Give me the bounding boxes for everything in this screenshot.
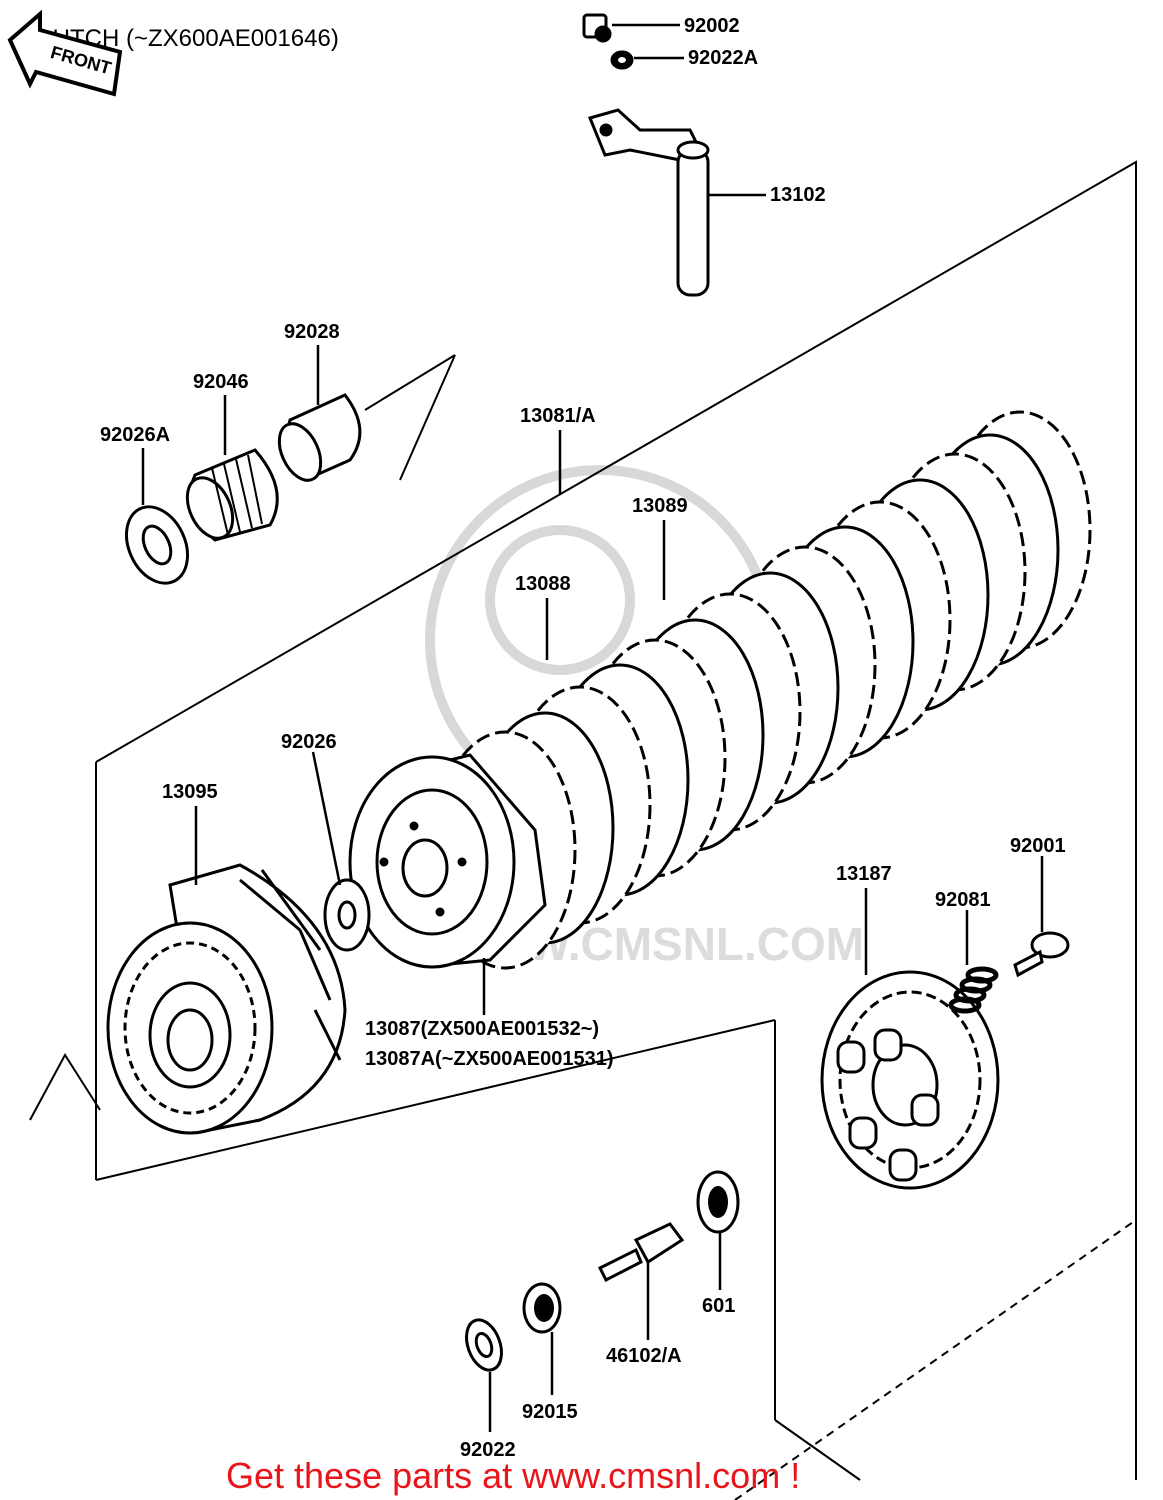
label-92001: 92001 bbox=[1010, 835, 1066, 857]
label-92081: 92081 bbox=[935, 889, 991, 911]
part-13187-pressure-plate: 13187 bbox=[820, 863, 1000, 1190]
part-601-bearing: 601 bbox=[696, 1170, 740, 1317]
label-13095: 13095 bbox=[162, 781, 218, 803]
part-92026-washer: 92026 bbox=[281, 731, 371, 952]
part-13088-leader: 13088 bbox=[515, 573, 571, 660]
label-92026: 92026 bbox=[281, 731, 337, 753]
part-92028-collar: 92028 bbox=[277, 321, 362, 482]
assembly-frame bbox=[29, 160, 1137, 1500]
label-13187: 13187 bbox=[836, 863, 892, 885]
label-601: 601 bbox=[702, 1295, 735, 1317]
part-13081A-leader: 13081/A bbox=[520, 405, 596, 495]
part-13095-clutch-housing: 13095 bbox=[106, 781, 347, 1135]
part-92001-bolt: 92001 bbox=[1010, 835, 1070, 978]
label-92002: 92002 bbox=[684, 15, 740, 37]
part-92022-washer: 92022 bbox=[460, 1318, 516, 1461]
label-13102: 13102 bbox=[770, 184, 826, 206]
part-13102-release-lever: 13102 bbox=[587, 108, 826, 297]
label-13087A: 13087A(~ZX500AE001531) bbox=[365, 1048, 614, 1070]
label-92026A: 92026A bbox=[100, 424, 170, 446]
part-13087-clutch-hub: 13087(ZX500AE001532~) 13087A(~ZX500AE001… bbox=[348, 753, 614, 1070]
label-92022A: 92022A bbox=[688, 47, 758, 69]
part-92046-needle-bearing: 92046 bbox=[185, 371, 279, 542]
label-13088: 13088 bbox=[515, 573, 571, 595]
footer-cta-link[interactable]: Get these parts at www.cmsnl.com ! bbox=[226, 1455, 800, 1496]
part-92015-nut: 92015 bbox=[522, 1282, 578, 1423]
label-13081A: 13081/A bbox=[520, 405, 596, 427]
label-46102A: 46102/A bbox=[606, 1345, 682, 1367]
part-92022A-washer: 92022A bbox=[610, 47, 758, 70]
label-13089: 13089 bbox=[632, 495, 688, 517]
label-92015: 92015 bbox=[522, 1401, 578, 1423]
push-rod-body bbox=[597, 1222, 685, 1340]
front-arrow-icon: FRONT bbox=[7, 9, 123, 97]
label-13087: 13087(ZX500AE001532~) bbox=[365, 1018, 599, 1040]
part-92081-spring: 92081 bbox=[935, 889, 999, 1014]
label-92046: 92046 bbox=[193, 371, 249, 393]
part-92002-nut: 92002 bbox=[582, 13, 740, 43]
label-92022: 92022 bbox=[460, 1439, 516, 1461]
part-46102A-push-rod: 46102/A bbox=[606, 1345, 682, 1367]
label-92028: 92028 bbox=[284, 321, 340, 343]
part-13089-leader: 13089 bbox=[632, 495, 688, 600]
part-92026A-washer: 92026A bbox=[100, 424, 189, 585]
